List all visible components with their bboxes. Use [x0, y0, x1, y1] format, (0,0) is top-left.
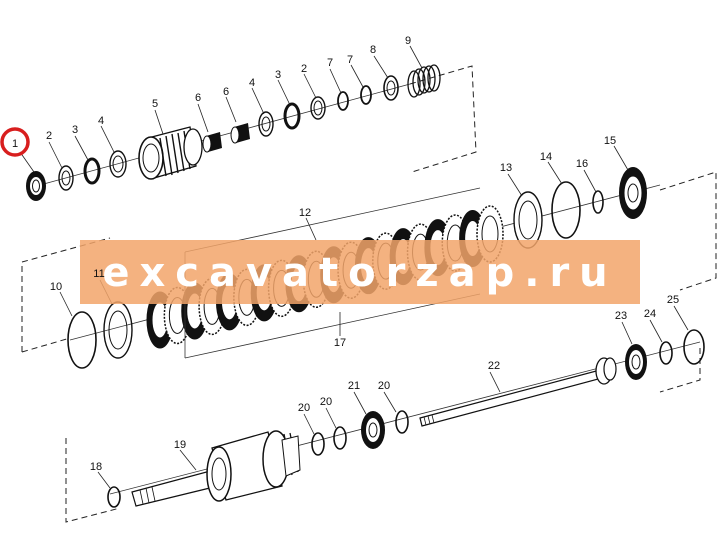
part-21-bearing[interactable]	[361, 411, 385, 449]
callout-20a[interactable]: 20	[298, 402, 310, 414]
part-22-shaft[interactable]	[419, 357, 617, 427]
group-outline-bottom	[65, 348, 701, 523]
callout-2b[interactable]: 2	[301, 63, 307, 75]
part-3b-ring[interactable]	[283, 102, 301, 130]
part-9-spring[interactable]	[407, 64, 441, 98]
callout-20c[interactable]: 20	[378, 380, 390, 392]
part-15-piston[interactable]	[619, 167, 647, 219]
part-20-snap-ring-b[interactable]	[333, 426, 347, 450]
callout-9[interactable]: 9	[405, 35, 411, 47]
callout-1[interactable]: 1	[12, 138, 18, 150]
part-3-ring[interactable]	[83, 157, 101, 185]
part-24-snap-ring[interactable]	[659, 341, 673, 365]
part-8-washer[interactable]	[383, 75, 399, 101]
callout-25[interactable]: 25	[667, 294, 679, 306]
callout-4b[interactable]: 4	[249, 77, 255, 89]
part-7-snap-ring-a[interactable]	[337, 91, 349, 111]
part-10-snap-ring[interactable]	[67, 311, 97, 369]
callout-5[interactable]: 5	[152, 98, 158, 110]
callout-4[interactable]: 4	[98, 115, 104, 127]
part-23-bearing[interactable]	[625, 344, 647, 380]
callout-16[interactable]: 16	[576, 158, 588, 170]
part-4-washer[interactable]	[109, 150, 127, 178]
callout-11[interactable]: 11	[93, 268, 104, 280]
group-outline-top	[409, 65, 477, 173]
watermark-text: excavatorzap.ru	[102, 250, 617, 296]
callout-20b[interactable]: 20	[320, 396, 332, 408]
part-20-snap-ring-c[interactable]	[395, 410, 409, 434]
callout-19[interactable]: 19	[174, 439, 186, 451]
leader-lines	[19, 45, 689, 489]
part-18-snap-ring[interactable]	[107, 486, 121, 508]
part-19-drum-shaft[interactable]	[131, 430, 301, 507]
callout-21[interactable]: 21	[348, 380, 360, 392]
callout-6a[interactable]: 6	[195, 92, 201, 104]
callout-23[interactable]: 23	[615, 310, 627, 322]
callout-8[interactable]: 8	[370, 44, 376, 56]
part-7-snap-ring-b[interactable]	[360, 85, 372, 105]
part-25-retaining-ring[interactable]	[683, 329, 705, 365]
callout-18[interactable]: 18	[90, 461, 102, 473]
callout-22[interactable]: 22	[488, 360, 500, 372]
callout-24[interactable]: 24	[644, 308, 656, 320]
callout-12[interactable]: 12	[299, 207, 311, 219]
callout-13[interactable]: 13	[500, 162, 512, 174]
callout-7a[interactable]: 7	[327, 57, 333, 69]
callout-10[interactable]: 10	[50, 281, 62, 293]
part-16-snap-ring[interactable]	[592, 190, 604, 214]
part-1-bearing[interactable]	[26, 171, 46, 201]
part-6-needle-bearing-a[interactable]	[202, 132, 222, 153]
part-6-needle-bearing-b[interactable]	[230, 123, 250, 144]
callout-3[interactable]: 3	[72, 124, 78, 136]
callout-14[interactable]: 14	[540, 151, 552, 163]
callout-3b[interactable]: 3	[275, 69, 281, 81]
callout-7b[interactable]: 7	[347, 54, 353, 66]
part-14-ring[interactable]	[551, 181, 581, 239]
part-5-gear[interactable]	[138, 126, 203, 180]
part-20-snap-ring-a[interactable]	[311, 432, 325, 456]
part-2-washer[interactable]	[58, 165, 74, 191]
highlight-circle-part-1	[0, 127, 30, 157]
callout-2[interactable]: 2	[46, 130, 52, 142]
callout-15[interactable]: 15	[604, 135, 616, 147]
callout-labels: 1 2 3 4 5 6 6 4 3 2 7 7 8 9 10 11 12 13 …	[12, 35, 679, 473]
watermark: excavatorzap.ru	[80, 240, 640, 304]
callout-17[interactable]: 17	[334, 337, 346, 349]
part-2b-washer[interactable]	[310, 96, 326, 120]
part-13-plate[interactable]	[513, 191, 543, 249]
part-4b-washer[interactable]	[258, 111, 274, 137]
callout-6b[interactable]: 6	[223, 86, 229, 98]
